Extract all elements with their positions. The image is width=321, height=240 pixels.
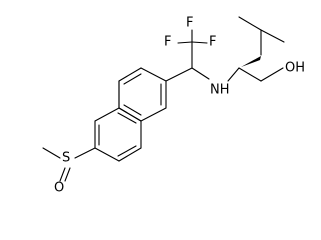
sulfur-label: S xyxy=(62,151,70,166)
bond xyxy=(74,147,96,159)
fluorine-label: F xyxy=(209,35,216,50)
bond xyxy=(238,16,262,31)
bond xyxy=(118,147,142,162)
trifluoroethyl-amine-group: F F F NH xyxy=(164,16,230,98)
bond xyxy=(118,67,142,82)
methylsulfonyl-group: S O xyxy=(42,147,96,196)
double-bond xyxy=(64,167,71,182)
oxygen-label: O xyxy=(54,181,64,196)
bond xyxy=(140,107,167,122)
hydroxyl-label: OH xyxy=(285,61,305,76)
aromatic-inner-bond xyxy=(123,73,142,85)
chemical-structure-diagram: S O F F F NH OH xyxy=(42,16,305,196)
bond xyxy=(94,147,120,162)
bond xyxy=(260,67,284,82)
bond xyxy=(42,147,61,159)
bond xyxy=(118,107,142,122)
bond xyxy=(238,67,262,82)
bond xyxy=(260,29,285,43)
leucinol-chain: OH xyxy=(227,16,305,82)
aromatic-inner-bond xyxy=(123,104,142,116)
ring-left xyxy=(94,107,142,162)
bond xyxy=(191,41,208,44)
fluorine-label: F xyxy=(164,35,171,50)
bond xyxy=(140,67,167,82)
aromatic-inner-bond xyxy=(117,145,137,157)
fluorine-label: F xyxy=(186,16,193,31)
bond xyxy=(227,67,240,82)
double-bond xyxy=(59,167,66,182)
amine-label: NH xyxy=(210,83,230,98)
bond xyxy=(177,41,193,44)
ring-right xyxy=(118,67,167,122)
bond xyxy=(94,107,120,122)
aromatic-inner-bond xyxy=(117,112,137,124)
bond xyxy=(191,67,210,80)
bond xyxy=(165,67,193,82)
stereo-wedge-bond xyxy=(241,56,261,67)
